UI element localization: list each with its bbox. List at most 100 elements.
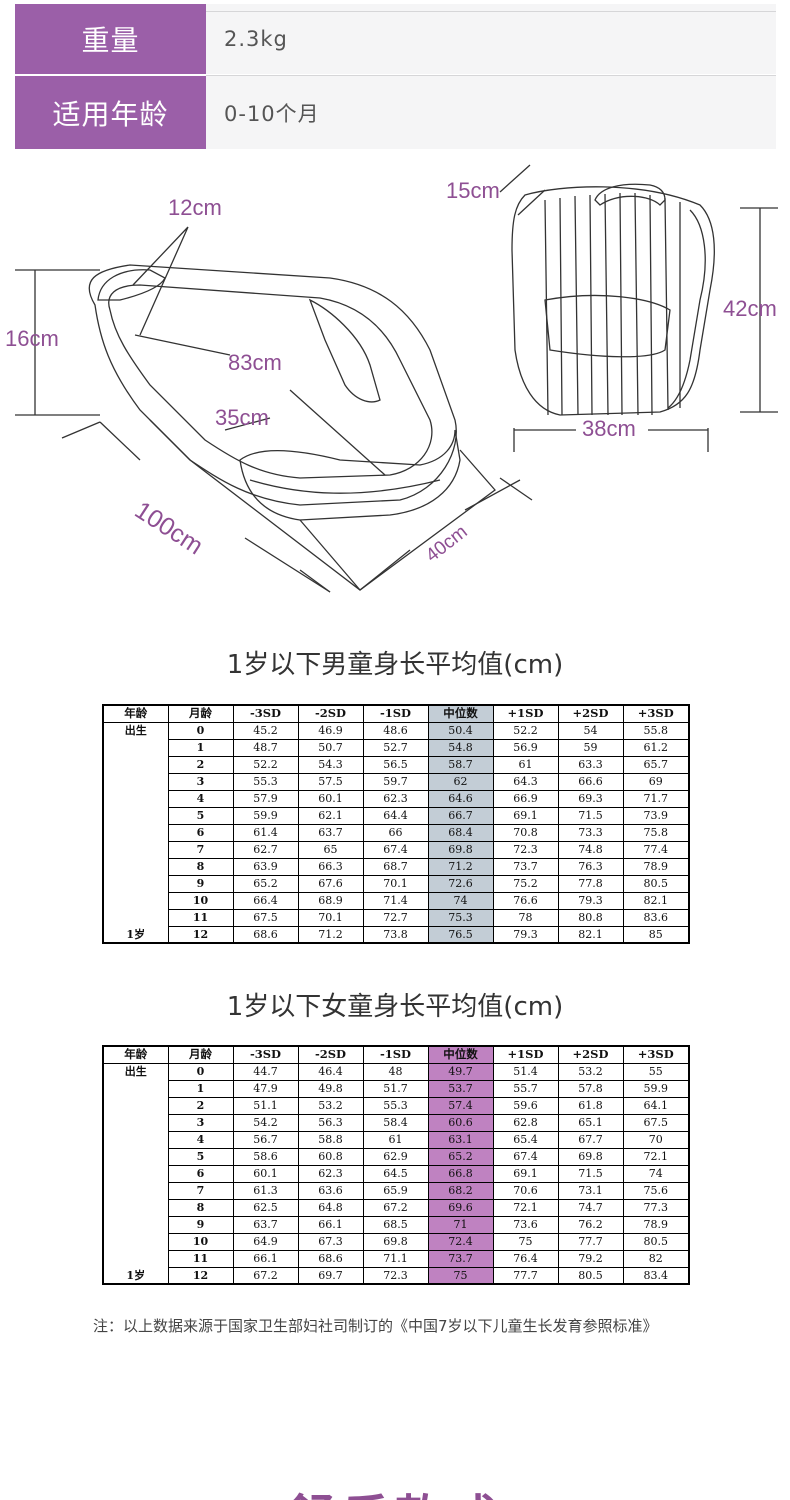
table-cell: 66.6 — [557, 772, 624, 791]
table-cell: 70.8 — [492, 823, 559, 842]
month-cell: 5 — [167, 1147, 234, 1166]
table-cell: 72.7 — [362, 908, 429, 927]
data-source-note: 注：以上数据来源于国家卫生部妇社司制订的《中国7岁以下儿童生长发育参照标准》 — [93, 1317, 658, 1335]
table-cell: 59 — [557, 738, 624, 757]
table-cell: 53.7 — [427, 1079, 494, 1098]
table-cell: 54.3 — [297, 755, 364, 774]
table-cell: 71.5 — [557, 806, 624, 825]
table-cell: 48.6 — [362, 721, 429, 740]
girls-table-title: 1岁以下女童身长平均值(cm) — [226, 992, 564, 1022]
column-header: -3SD — [232, 704, 299, 723]
column-header: 年龄 — [102, 1045, 169, 1064]
column-header: -1SD — [362, 704, 429, 723]
table-cell: 69.3 — [557, 789, 624, 808]
table-cell: 68.7 — [362, 857, 429, 876]
table-cell: 71 — [427, 1215, 494, 1234]
table-cell: 72.4 — [427, 1232, 494, 1251]
month-cell: 1 — [167, 738, 234, 757]
table-cell: 76.3 — [557, 857, 624, 876]
table-cell: 55.3 — [232, 772, 299, 791]
table-cell: 54 — [557, 721, 624, 740]
table-cell: 66.1 — [297, 1215, 364, 1234]
bed-line-drawing — [15, 164, 778, 593]
table-cell: 60.6 — [427, 1113, 494, 1132]
table-cell: 56.7 — [232, 1130, 299, 1149]
table-cell: 69 — [622, 772, 690, 791]
table-cell: 72.1 — [492, 1198, 559, 1217]
month-cell: 4 — [167, 1130, 234, 1149]
table-cell: 67.2 — [232, 1266, 299, 1285]
inner-length-dimension-label: 83cm — [228, 350, 282, 375]
table-cell: 51.4 — [492, 1062, 559, 1081]
table-cell: 78 — [492, 908, 559, 927]
column-header: 年龄 — [102, 704, 169, 723]
age-cell: 1岁 — [102, 926, 169, 944]
table-cell: 80.5 — [622, 874, 690, 893]
table-cell: 53.2 — [297, 1096, 364, 1115]
table-cell: 68.9 — [297, 891, 364, 910]
month-cell: 2 — [167, 755, 234, 774]
table-cell: 66.3 — [297, 857, 364, 876]
table-cell: 75.8 — [622, 823, 690, 842]
bag-depth-dimension-label: 15cm — [446, 178, 500, 203]
table-cell: 66.4 — [232, 891, 299, 910]
table-cell: 63.1 — [427, 1130, 494, 1149]
table-cell: 76.5 — [427, 925, 494, 944]
table-cell: 69.8 — [427, 840, 494, 859]
table-cell: 45.2 — [232, 721, 299, 740]
table-cell: 83.4 — [622, 1266, 690, 1285]
column-header: -3SD — [232, 1045, 299, 1064]
spec-row-weight: 重量 2.3kg — [15, 4, 776, 74]
table-cell: 66.8 — [427, 1164, 494, 1183]
age-cell: 出生 — [102, 721, 169, 739]
table-cell: 50.7 — [297, 738, 364, 757]
month-cell: 4 — [167, 789, 234, 808]
inner-width-dimension-label: 35cm — [215, 405, 269, 430]
table-cell: 58.6 — [232, 1147, 299, 1166]
table-cell: 47.9 — [232, 1079, 299, 1098]
table-cell: 80.8 — [557, 908, 624, 927]
month-cell: 6 — [167, 1164, 234, 1183]
table-cell: 51.7 — [362, 1079, 429, 1098]
table-cell: 62.9 — [362, 1147, 429, 1166]
column-header: 中位数 — [427, 704, 494, 723]
month-cell: 0 — [167, 1062, 234, 1081]
age-cell — [102, 1199, 169, 1216]
table-cell: 73.6 — [492, 1215, 559, 1234]
table-cell: 79.3 — [492, 925, 559, 944]
month-cell: 1 — [167, 1079, 234, 1098]
month-cell: 9 — [167, 874, 234, 893]
table-cell: 63.7 — [297, 823, 364, 842]
table-cell: 66.9 — [492, 789, 559, 808]
table-cell: 67.6 — [297, 874, 364, 893]
table-cell: 63.6 — [297, 1181, 364, 1200]
table-cell: 79.2 — [557, 1249, 624, 1268]
table-cell: 80.5 — [622, 1232, 690, 1251]
month-cell: 8 — [167, 1198, 234, 1217]
table-cell: 49.7 — [427, 1062, 494, 1081]
divider — [206, 11, 776, 12]
bag-width-dimension-label: 38cm — [582, 416, 636, 441]
spec-label: 适用年龄 — [15, 76, 206, 149]
table-cell: 53.2 — [557, 1062, 624, 1081]
age-cell — [102, 824, 169, 841]
table-cell: 75.2 — [492, 874, 559, 893]
table-cell: 72.6 — [427, 874, 494, 893]
spec-value: 0-10个月 — [206, 76, 776, 149]
table-cell: 77.8 — [557, 874, 624, 893]
table-cell: 75 — [492, 1232, 559, 1251]
table-cell: 65.2 — [232, 874, 299, 893]
table-cell: 73.3 — [557, 823, 624, 842]
table-cell: 57.5 — [297, 772, 364, 791]
spec-value: 2.3kg — [206, 4, 776, 74]
table-cell: 73.7 — [427, 1249, 494, 1268]
month-cell: 6 — [167, 823, 234, 842]
